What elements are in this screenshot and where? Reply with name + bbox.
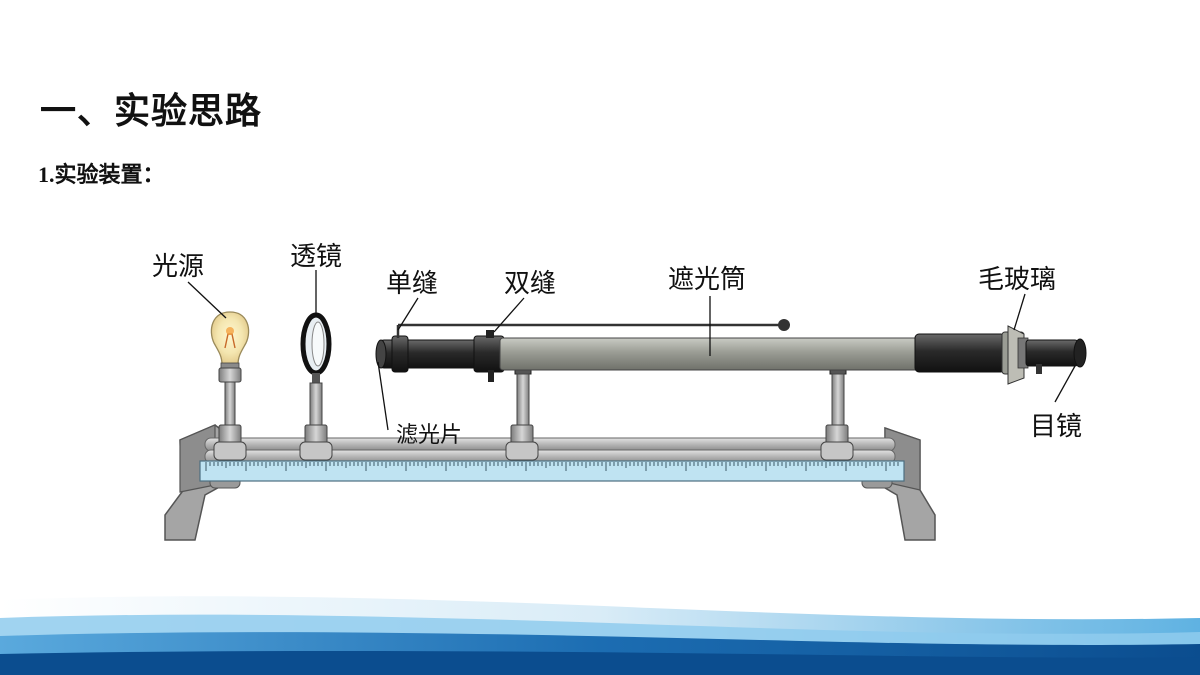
label-single-slit: 单缝 xyxy=(386,269,438,299)
slide-heading: 一、实验思路 xyxy=(40,91,263,132)
footer-wave-band xyxy=(0,596,1200,675)
slide-subheading: 1.实验装置： xyxy=(38,162,165,187)
label-light-source: 光源 xyxy=(152,252,204,282)
shading-tube-assembly xyxy=(375,319,1087,385)
optical-rail xyxy=(204,437,896,489)
leader-lines xyxy=(187,270,1076,431)
measuring-scale xyxy=(199,460,905,482)
label-frosted-glass: 毛玻璃 xyxy=(978,265,1056,295)
label-eyepiece: 目镜 xyxy=(1030,412,1082,442)
lens xyxy=(299,312,333,461)
label-lens: 透镜 xyxy=(290,242,342,272)
light-source xyxy=(210,311,250,461)
label-filter: 滤光片 xyxy=(396,423,462,448)
label-double-slit: 双缝 xyxy=(504,269,556,299)
label-shading-tube: 遮光筒 xyxy=(668,265,746,295)
